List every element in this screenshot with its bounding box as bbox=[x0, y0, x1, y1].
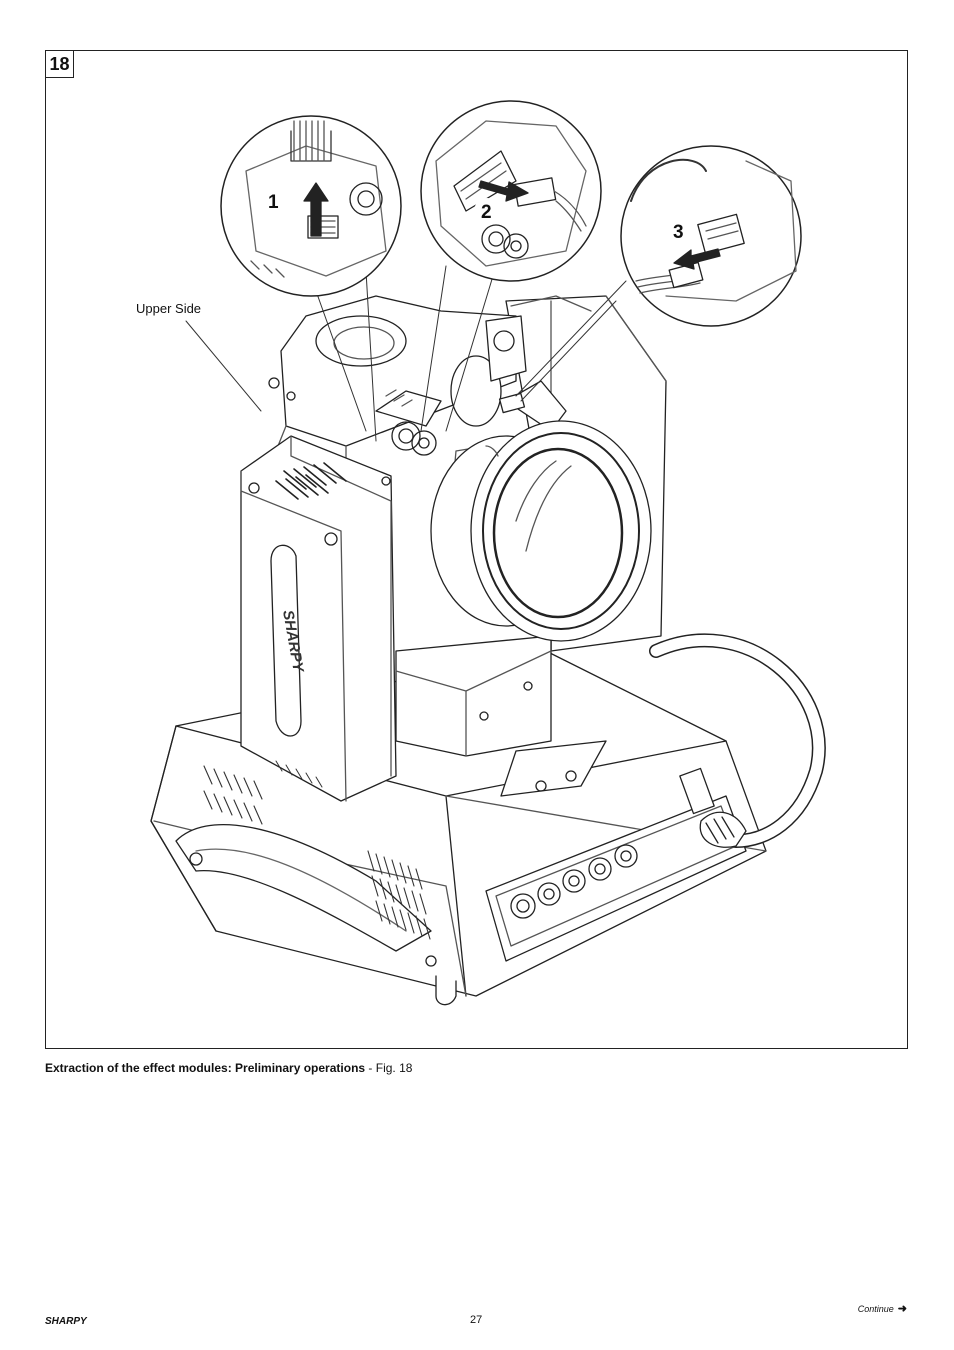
detail-circle-3 bbox=[620, 145, 802, 327]
detail-3-leader bbox=[515, 280, 627, 397]
detail-1-leader bbox=[315, 290, 367, 432]
step-3-label: 3 bbox=[673, 222, 684, 243]
yoke-left: SHARPY bbox=[240, 435, 397, 802]
step-1-label: 1 bbox=[268, 192, 279, 213]
step-2-label: 2 bbox=[481, 202, 492, 223]
arrow-right-icon: ➜ bbox=[897, 1303, 907, 1315]
lens-assembly bbox=[430, 420, 652, 642]
caption-title: Extraction of the effect modules: Prelim… bbox=[45, 1061, 366, 1075]
continue-label: Continue bbox=[857, 1303, 894, 1314]
figure-number: 18 bbox=[46, 51, 74, 78]
page-number: 27 bbox=[470, 1314, 483, 1326]
figure-caption: Extraction of the effect modules: Prelim… bbox=[45, 1061, 412, 1075]
head-internals bbox=[268, 295, 567, 557]
detail-2-leader bbox=[420, 265, 447, 432]
continue-indicator: Continue ➜ bbox=[858, 1302, 907, 1315]
base-unit bbox=[150, 633, 826, 1006]
fixture-illustration: SHARPY 1 bbox=[136, 100, 826, 1006]
detail-circle-1 bbox=[220, 115, 402, 297]
figure-frame: 18 bbox=[45, 50, 908, 1049]
detail-circle-2 bbox=[420, 100, 602, 282]
upper-side-label: Upper Side bbox=[136, 301, 201, 316]
footer-brand: SHARPY bbox=[45, 1316, 87, 1327]
upper-side-leader bbox=[185, 320, 262, 412]
caption-fig-ref: - Fig. 18 bbox=[365, 1061, 413, 1075]
